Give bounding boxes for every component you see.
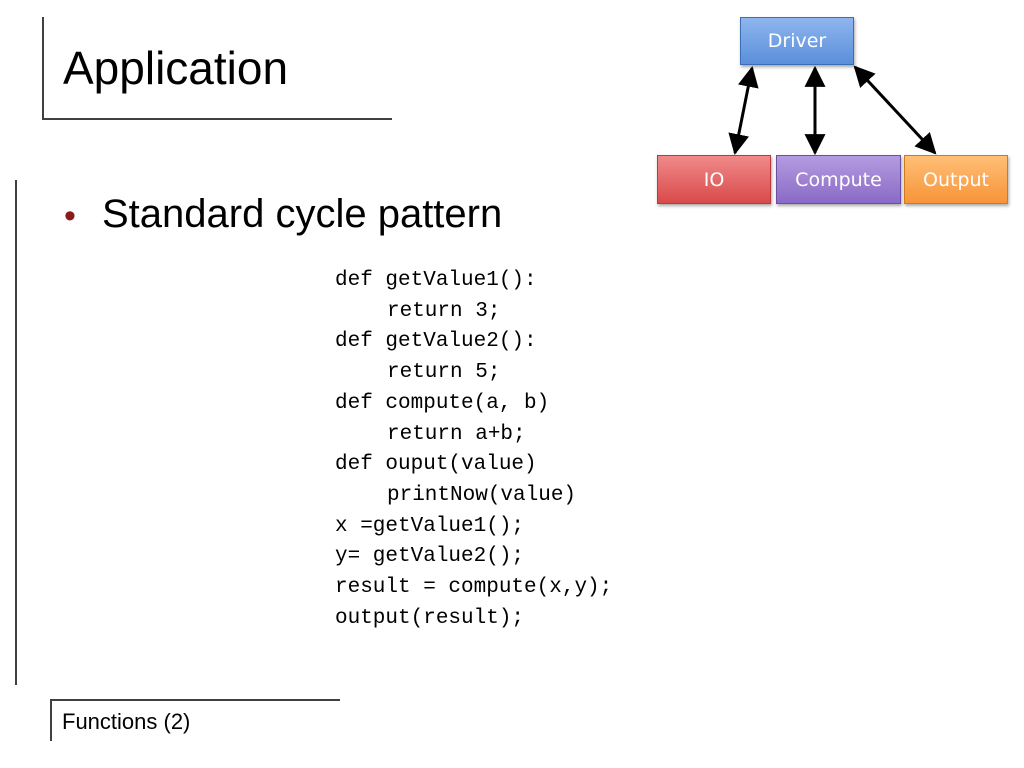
code-line: return 3; (387, 299, 501, 323)
title-accent-vertical-line (42, 17, 44, 119)
code-line: def getValue2(): (335, 330, 537, 354)
arrow-driver-output (853, 65, 937, 155)
compute-node: Compute (776, 155, 901, 204)
code-line: def compute(a, b) (335, 391, 550, 415)
bullet-icon: • (64, 197, 76, 235)
content-accent-line (15, 180, 17, 685)
footer-left-line (50, 699, 52, 741)
footer-label: Functions (2) (62, 709, 191, 734)
io-node: IO (657, 155, 771, 204)
bullet-item: • Standard cycle pattern (64, 188, 502, 242)
code-line: return 5; (387, 361, 501, 385)
code-block: def getValue1(): return 3; def getValue2()… (335, 266, 612, 634)
title-underline (42, 118, 392, 120)
code-line: y= getValue2(); (335, 545, 525, 569)
slide-title: Application (63, 42, 289, 94)
code-line: def getValue1(): (335, 269, 537, 292)
code-line: x =getValue1(); (335, 514, 525, 538)
code-line: output(result); (335, 606, 525, 630)
bullet-text: Standard cycle pattern (102, 192, 503, 236)
code-line: result = compute(x,y); (335, 576, 613, 600)
footer-top-line (50, 699, 340, 701)
arrow-driver-io (728, 65, 759, 156)
code-line: return a+b; (387, 422, 526, 446)
output-node: Output (904, 155, 1008, 204)
code-line: def ouput(value) (335, 453, 537, 477)
code-line: printNow(value) (387, 483, 577, 507)
driver-node: Driver (740, 17, 854, 65)
